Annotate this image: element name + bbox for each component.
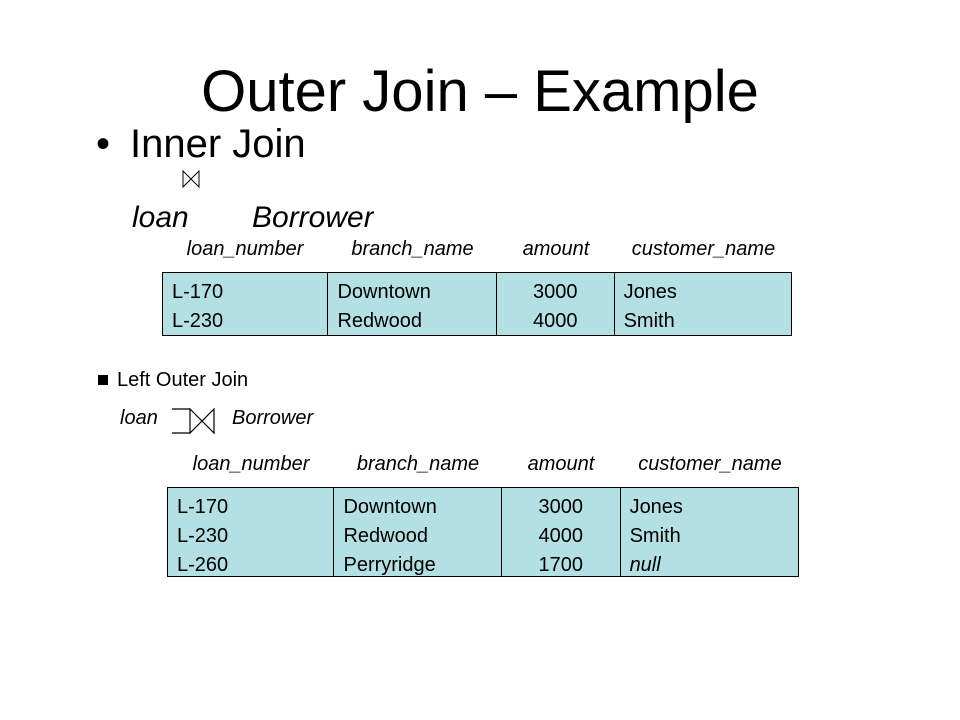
table-cell: Downtown — [343, 496, 437, 518]
table-cell: 3000 — [533, 281, 578, 303]
inner-col-loan-number: L-170 L-230 — [163, 273, 329, 335]
inner-header-customer-name: customer_name — [631, 238, 776, 260]
table-cell: L-230 — [172, 310, 224, 332]
left-expr-left: loan — [120, 407, 158, 429]
table-cell: Redwood — [343, 525, 428, 547]
left-col-customer-name: Jones Smith null — [621, 488, 798, 576]
table-cell: 4000 — [538, 525, 584, 547]
inner-col-customer-name: Jones Smith — [615, 273, 791, 335]
table-cell: 3000 — [538, 496, 584, 518]
table-cell: Downtown — [337, 281, 431, 303]
table-cell: 1700 — [538, 554, 584, 576]
left-col-amount: 3000 4000 1700 — [502, 488, 621, 576]
left-header-branch-name: branch_name — [356, 453, 480, 475]
table-cell: L-170 — [177, 496, 229, 518]
table-cell: Smith — [629, 525, 681, 547]
table-cell: 4000 — [533, 310, 578, 332]
left-outer-join-table: L-170 L-230 L-260 Downtown Redwood Perry… — [167, 487, 799, 577]
inner-col-branch-name: Downtown Redwood — [328, 273, 497, 335]
inner-expr-left: loan — [132, 201, 189, 234]
left-header-amount: amount — [527, 453, 595, 475]
inner-header-branch-name: branch_name — [351, 238, 474, 260]
left-header-loan-number: loan_number — [192, 453, 310, 475]
null-value: null — [629, 554, 661, 576]
table-cell: L-260 — [177, 554, 229, 576]
left-table-header: loan_number branch_name amount customer_… — [168, 450, 800, 478]
table-cell: Jones — [629, 496, 683, 518]
table-cell: L-230 — [177, 525, 229, 547]
left-col-branch-name: Downtown Redwood Perryridge — [334, 488, 502, 576]
inner-table-header: loan_number branch_name amount customer_… — [162, 236, 792, 262]
bullet-dot-icon: • — [96, 122, 111, 166]
inner-header-amount: amount — [522, 238, 590, 260]
inner-expr-right: Borrower — [252, 201, 374, 234]
table-cell: L-170 — [172, 281, 224, 303]
table-cell: Redwood — [337, 310, 422, 332]
inner-header-loan-number: loan_number — [186, 238, 304, 260]
left-col-loan-number: L-170 L-230 L-260 — [168, 488, 335, 576]
bullet-inner-join: Inner Join — [130, 122, 306, 166]
table-cell: Perryridge — [343, 554, 436, 576]
left-expr-right: Borrower — [232, 407, 314, 429]
bullet-left-outer-join: Left Outer Join — [117, 369, 249, 391]
natural-join-icon — [182, 170, 200, 188]
table-cell: Jones — [623, 281, 677, 303]
inner-join-table: L-170 L-230 Downtown Redwood 3000 4000 J… — [162, 272, 792, 336]
inner-col-amount: 3000 4000 — [497, 273, 615, 335]
slide-title: Outer Join – Example — [201, 59, 759, 124]
left-outer-join-icon — [172, 408, 215, 435]
square-bullet-icon — [98, 375, 108, 385]
table-cell: Smith — [623, 310, 675, 332]
left-header-customer-name: customer_name — [638, 453, 782, 475]
